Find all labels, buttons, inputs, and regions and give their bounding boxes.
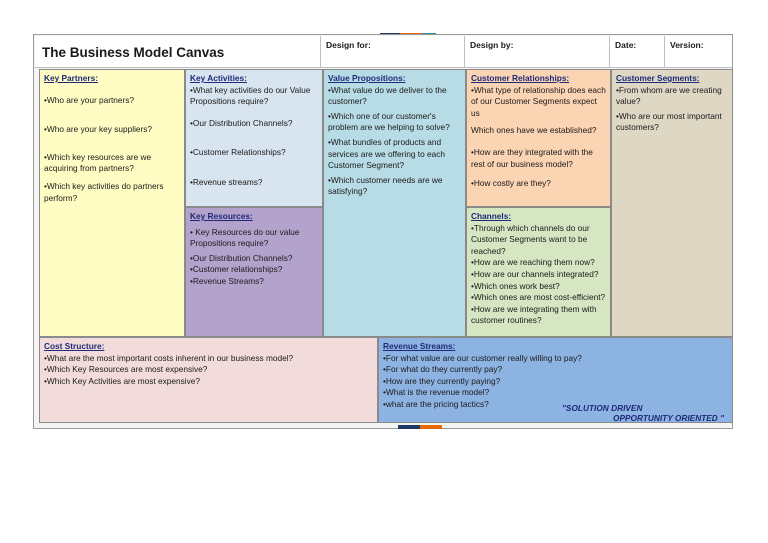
canvas-title: The Business Model Canvas xyxy=(35,36,321,68)
list-item: •Which Key Resources are most expensive? xyxy=(44,364,208,375)
revenue-streams-heading: Revenue Streams: xyxy=(383,341,456,351)
list-item: •Which key resources are we acquiring fr… xyxy=(44,151,152,174)
list-item: •What is the revenue model? xyxy=(383,387,490,398)
key-activities-block: Key Activities: •What key activities do … xyxy=(185,69,323,207)
tagline-line-1: "SOLUTION DRIVEN xyxy=(562,403,643,413)
version-field[interactable]: Version: xyxy=(665,36,732,68)
customer-relationships-block: Customer Relationships: •What type of re… xyxy=(466,69,611,207)
channels-block: Channels: •Through which channels do our… xyxy=(466,207,611,337)
key-resources-block: Key Resources: • Key Resources do our va… xyxy=(185,207,323,337)
list-item: •Which ones work best? xyxy=(471,280,560,291)
list-item: •For what do they currently pay? xyxy=(383,364,503,375)
value-propositions-heading: Value Propositions: xyxy=(328,73,406,83)
key-partners-block: Key Partners: •Who are your partners? •W… xyxy=(39,69,185,337)
list-item: • Key Resources do our value Proposition… xyxy=(190,226,300,249)
key-activities-heading: Key Activities: xyxy=(190,73,247,83)
revenue-streams-block: Revenue Streams: •For what value are our… xyxy=(378,337,733,423)
list-item: •How are we reaching them now? xyxy=(471,257,595,268)
list-item: •Who are your key suppliers? xyxy=(44,124,153,135)
list-item: •Which ones are most cost-efficient? xyxy=(471,292,606,303)
cost-structure-block: Cost Structure: •What are the most impor… xyxy=(39,337,378,423)
channels-heading: Channels: xyxy=(471,211,512,221)
list-item: •How costly are they? xyxy=(471,178,551,189)
list-item: •what are the pricing tactics? xyxy=(383,398,489,409)
list-item: •How are they currently paying? xyxy=(383,375,501,386)
list-item: •How are we integrating them with custom… xyxy=(471,303,597,326)
list-item: •What are the most important costs inher… xyxy=(44,352,294,363)
business-model-canvas: The Business Model Canvas Design for: De… xyxy=(33,34,733,429)
list-item: •Our Distribution Channels? xyxy=(190,117,293,128)
list-item: •Which Key Activities are most expensive… xyxy=(44,375,200,386)
list-item: •Who are our most important customers? xyxy=(616,110,722,133)
list-item: •Customer relationships? xyxy=(190,264,283,275)
cost-structure-heading: Cost Structure: xyxy=(44,341,105,351)
key-resources-heading: Key Resources: xyxy=(190,211,253,221)
customer-segments-heading: Customer Segments: xyxy=(616,73,700,83)
customer-segments-block: Customer Segments: •From whom are we cre… xyxy=(611,69,733,337)
list-item: •What type of relationship does each of … xyxy=(471,84,606,118)
list-item: •Our Distribution Channels? xyxy=(190,252,293,263)
key-partners-heading: Key Partners: xyxy=(44,73,98,83)
date-field[interactable]: Date: xyxy=(610,36,665,68)
list-item: •How are they integrated with the rest o… xyxy=(471,146,593,169)
value-propositions-block: Value Propositions: •What value do we de… xyxy=(323,69,466,337)
list-item: •Who are your partners? xyxy=(44,94,135,105)
list-item: •From whom are we creating value? xyxy=(616,84,722,107)
list-item: •What key activities do our Value Propos… xyxy=(190,84,311,107)
customer-relationships-heading: Customer Relationships: xyxy=(471,73,570,83)
bottom-accent-bar xyxy=(398,425,420,429)
list-item: •Which customer needs are we satisfying? xyxy=(328,174,443,197)
design-for-field[interactable]: Design for: xyxy=(321,36,465,68)
list-item: •How are our channels integrated? xyxy=(471,268,599,279)
list-item: •Customer Relationships? xyxy=(190,147,286,158)
design-by-field[interactable]: Design by: xyxy=(465,36,610,68)
list-item: •Which one of our customer's problem are… xyxy=(328,110,450,133)
list-item: Which ones have we established? xyxy=(471,125,597,136)
list-item: •Revenue Streams? xyxy=(190,275,264,286)
list-item: •Through which channels do our Customer … xyxy=(471,222,590,256)
list-item: •Revenue streams? xyxy=(190,176,263,187)
list-item: •For what value are our customer really … xyxy=(383,352,582,363)
tagline-line-2: OPPORTUNITY ORIENTED " xyxy=(613,413,725,423)
list-item: •What bundles of products and services a… xyxy=(328,136,445,171)
list-item: •Which key activities do partners perfor… xyxy=(44,180,164,203)
list-item: •What value do we deliver to the custome… xyxy=(328,84,447,107)
bottom-accent-bar-orange xyxy=(420,425,442,429)
